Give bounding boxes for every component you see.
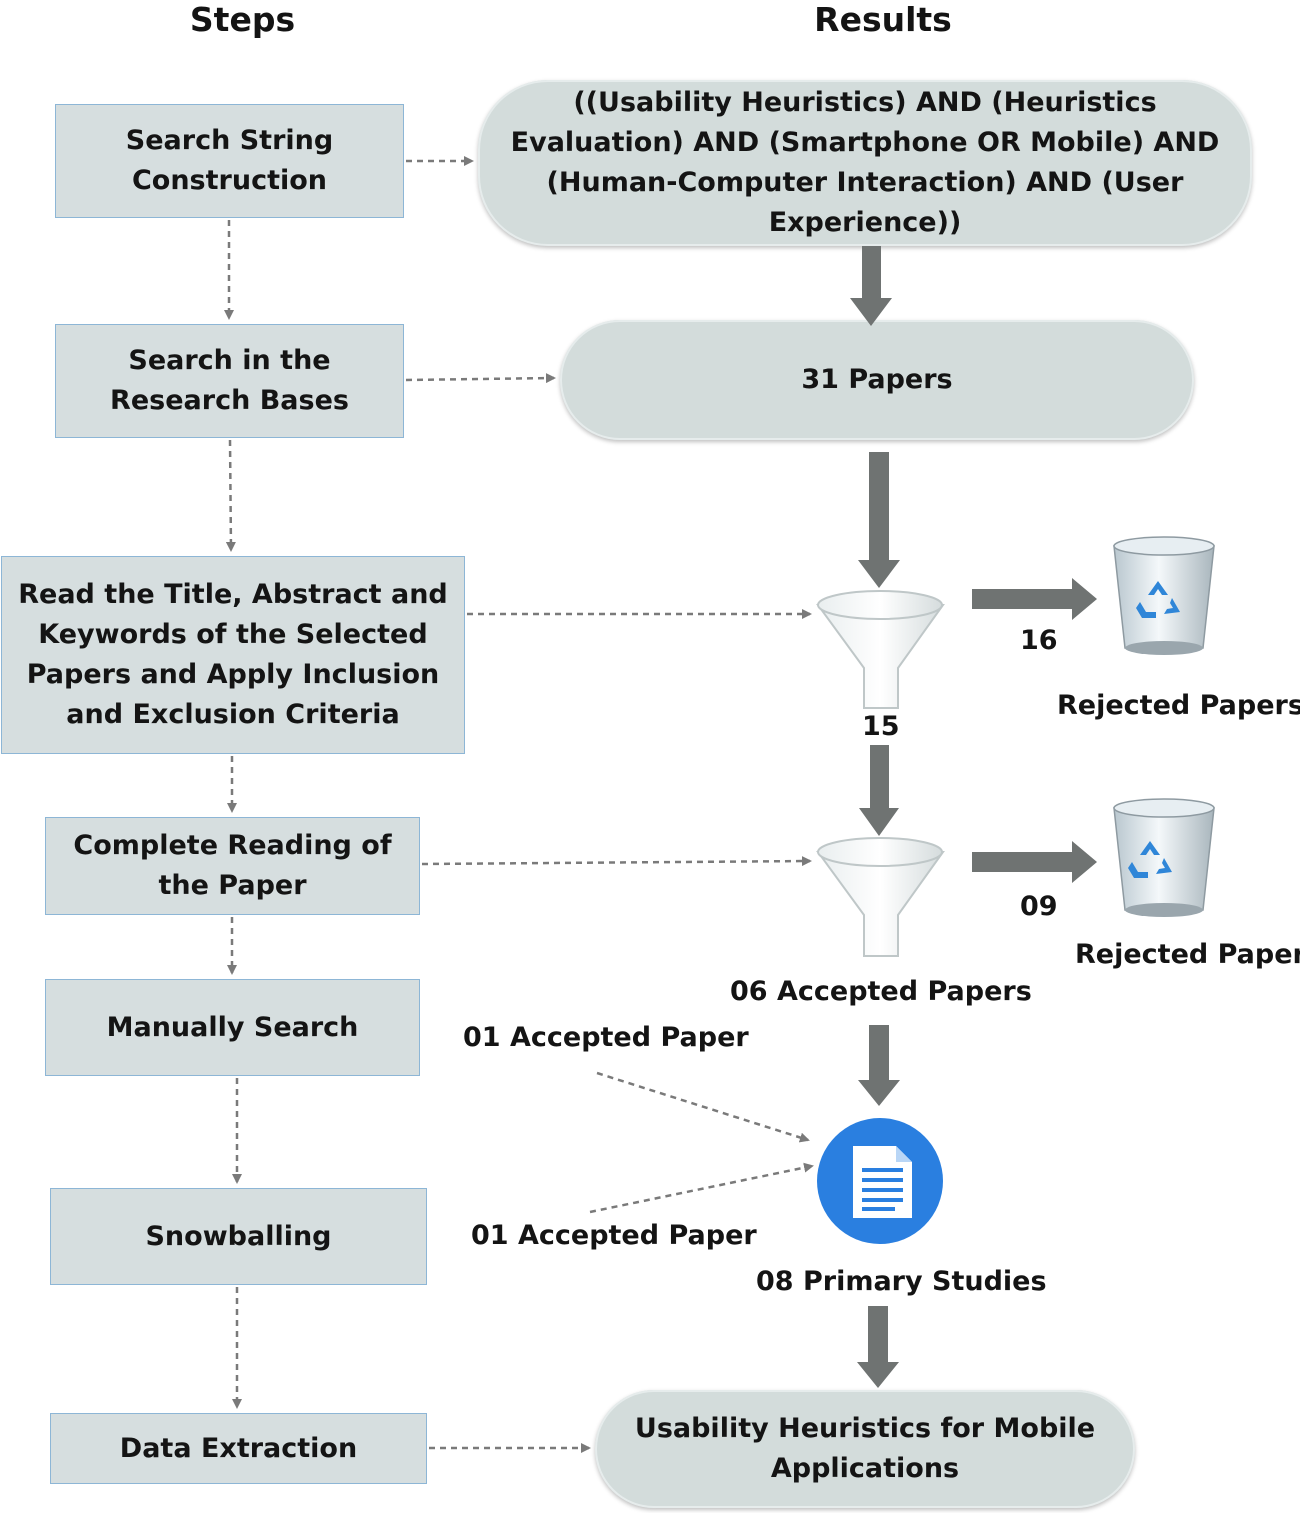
recycle-icon — [1128, 841, 1172, 878]
dashed-connector — [421, 856, 812, 867]
search-string-result: ((Usability Heuristics) AND (Heuristics … — [478, 80, 1252, 246]
rejected-first-count: 16 — [1020, 625, 1058, 656]
manual-search-accepted: 01 Accepted Paper — [463, 1022, 749, 1053]
rejected-second-label: Rejected Papers — [1075, 939, 1300, 970]
reject-arrow — [972, 841, 1097, 883]
trash-bin-icon — [1113, 536, 1215, 655]
dashed-connector — [596, 1071, 810, 1143]
recycle-icon — [1136, 581, 1180, 618]
accepted-after-reading: 06 Accepted Papers — [730, 976, 1032, 1007]
step-data-extraction: Data Extraction — [50, 1413, 427, 1484]
step-manually-search: Manually Search — [45, 979, 420, 1076]
flow-arrow — [857, 1306, 899, 1388]
step-search-string-construction: Search String Construction — [55, 104, 404, 218]
primary-studies-label: 08 Primary Studies — [756, 1266, 1047, 1297]
trash-bin-icon — [1113, 798, 1215, 917]
results-header: Results — [814, 0, 952, 39]
snowballing-accepted: 01 Accepted Paper — [471, 1220, 757, 1251]
flow-arrow — [859, 745, 899, 836]
flow-arrow — [850, 246, 892, 326]
funnel-icon — [816, 590, 945, 709]
first-filter-count: 15 — [862, 711, 900, 742]
flow-arrow — [858, 452, 900, 588]
step-snowballing: Snowballing — [50, 1188, 427, 1285]
flow-arrow — [858, 1025, 900, 1106]
step-read-title-abstract: Read the Title, Abstract and Keywords of… — [1, 556, 465, 754]
final-result: Usability Heuristics for Mobile Applicat… — [595, 1390, 1135, 1508]
step-complete-reading: Complete Reading of the Paper — [45, 817, 420, 915]
reject-arrow — [972, 578, 1097, 620]
steps-header: Steps — [189, 0, 296, 39]
rejected-first-label: Rejected Papers — [1057, 690, 1300, 721]
dashed-connector — [405, 373, 556, 384]
rejected-second-count: 09 — [1020, 891, 1058, 922]
step-search-research-bases: Search in the Research Bases — [55, 324, 404, 438]
papers-found-result: 31 Papers — [560, 320, 1194, 440]
funnel-icon — [816, 837, 945, 957]
dashed-connector — [225, 439, 236, 552]
document-icon — [817, 1118, 943, 1244]
dashed-connector — [589, 1162, 814, 1214]
